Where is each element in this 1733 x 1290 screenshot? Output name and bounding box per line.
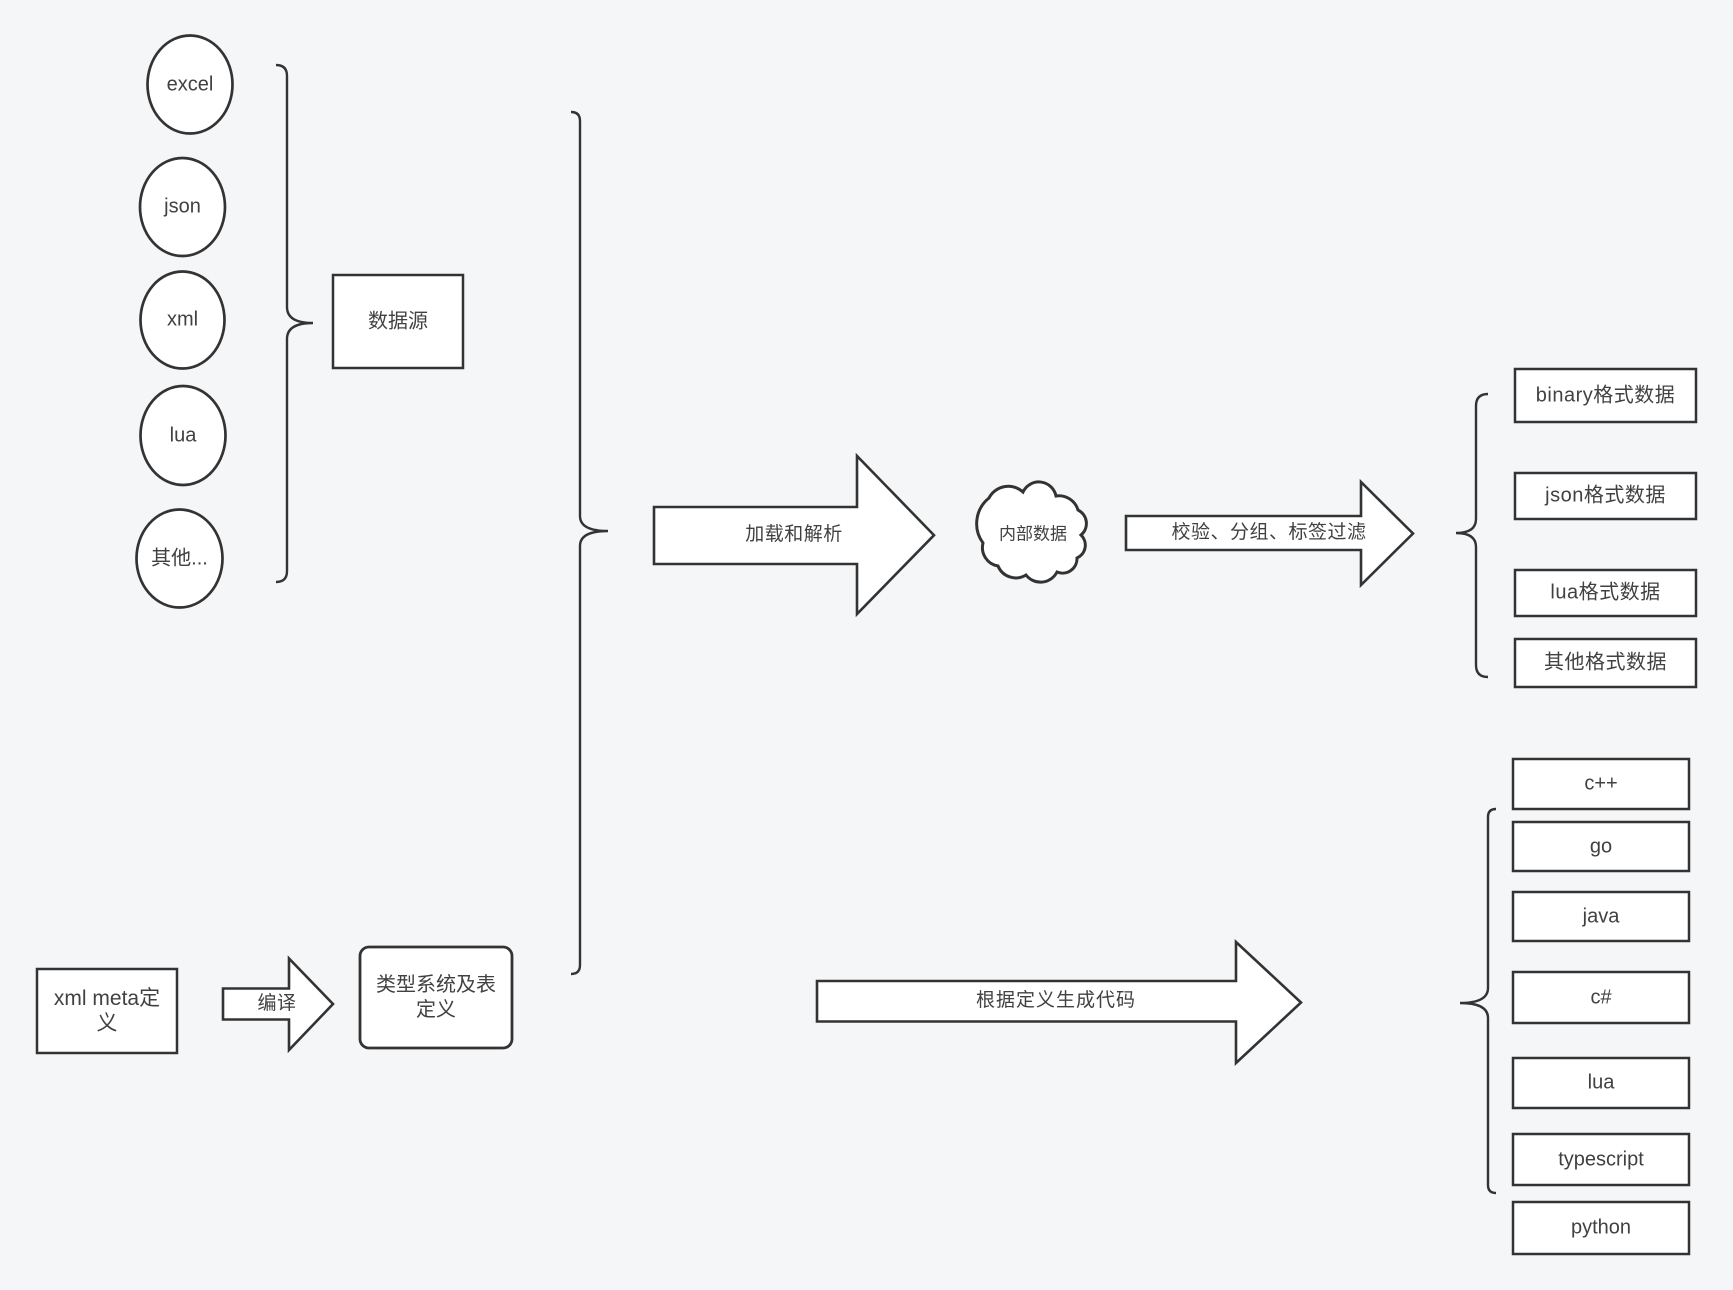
node-excel-ellipse	[146, 34, 234, 135]
node-json-label: json	[164, 195, 201, 218]
arrow-compile	[221, 955, 335, 1054]
node-type-system-box	[358, 945, 514, 1050]
node-xml-meta-box	[35, 967, 179, 1055]
node-csharp-box	[1511, 970, 1691, 1025]
brace-left-group	[570, 110, 609, 976]
node-python-label: python	[1570, 1216, 1632, 1239]
node-other-format-box	[1513, 637, 1698, 689]
node-other-format-label: 其他格式数据	[1544, 651, 1667, 674]
node-xml-meta-label: xml meta定义	[53, 987, 161, 1035]
node-java-label: java	[1582, 905, 1620, 927]
node-java-box	[1511, 890, 1691, 943]
arrow-filter	[1124, 478, 1415, 589]
node-go-label: go	[1589, 835, 1613, 857]
node-cpp-label: c++	[1584, 772, 1618, 795]
node-typescript-label: typescript	[1558, 1148, 1644, 1170]
node-lua-lang-box	[1511, 1056, 1691, 1110]
cloud-internal-data	[975, 480, 1088, 584]
arrow-codegen-label: 根据定义生成代码	[975, 990, 1137, 1012]
arrow-codegen	[815, 939, 1303, 1066]
node-json-format-label: json格式数据	[1545, 484, 1666, 507]
node-lua-label: lua	[169, 424, 197, 446]
node-others-label: 其他...	[151, 547, 208, 569]
brace-languages	[1459, 807, 1497, 1195]
node-json-ellipse	[138, 156, 227, 258]
node-binary-format-box	[1513, 367, 1698, 424]
node-type-system-label: 类型系统及表定义	[376, 973, 496, 1021]
node-binary-format-label: binary格式数据	[1535, 384, 1676, 406]
node-typescript-box	[1511, 1132, 1691, 1187]
cloud-internal-data-label: 内部数据	[999, 523, 1067, 543]
node-cpp-box	[1511, 757, 1691, 811]
node-data-source-box	[331, 273, 465, 370]
arrow-compile-label: 编译	[257, 993, 297, 1015]
node-lua-ellipse	[139, 384, 227, 487]
node-lua-lang-label: lua	[1587, 1071, 1615, 1094]
node-xml-ellipse	[139, 270, 226, 370]
node-others-ellipse	[135, 508, 224, 609]
node-lua-format-box	[1513, 568, 1698, 618]
brace-format-outputs	[1455, 392, 1489, 679]
node-xml-label: xml	[166, 308, 199, 331]
node-lua-format-label: lua格式数据	[1550, 581, 1661, 604]
node-go-box	[1511, 820, 1691, 873]
arrow-filter-label: 校验、分组、标签过滤	[1171, 522, 1367, 544]
brace-sources	[275, 63, 314, 584]
node-json-format-box	[1513, 471, 1698, 521]
node-data-source-label: 数据源	[368, 310, 428, 332]
node-csharp-label: c#	[1590, 986, 1612, 1008]
node-excel-label: excel	[166, 73, 214, 95]
arrow-load-parse	[652, 452, 936, 618]
node-python-box	[1511, 1200, 1691, 1256]
arrow-load-parse-label: 加载和解析	[745, 524, 843, 546]
